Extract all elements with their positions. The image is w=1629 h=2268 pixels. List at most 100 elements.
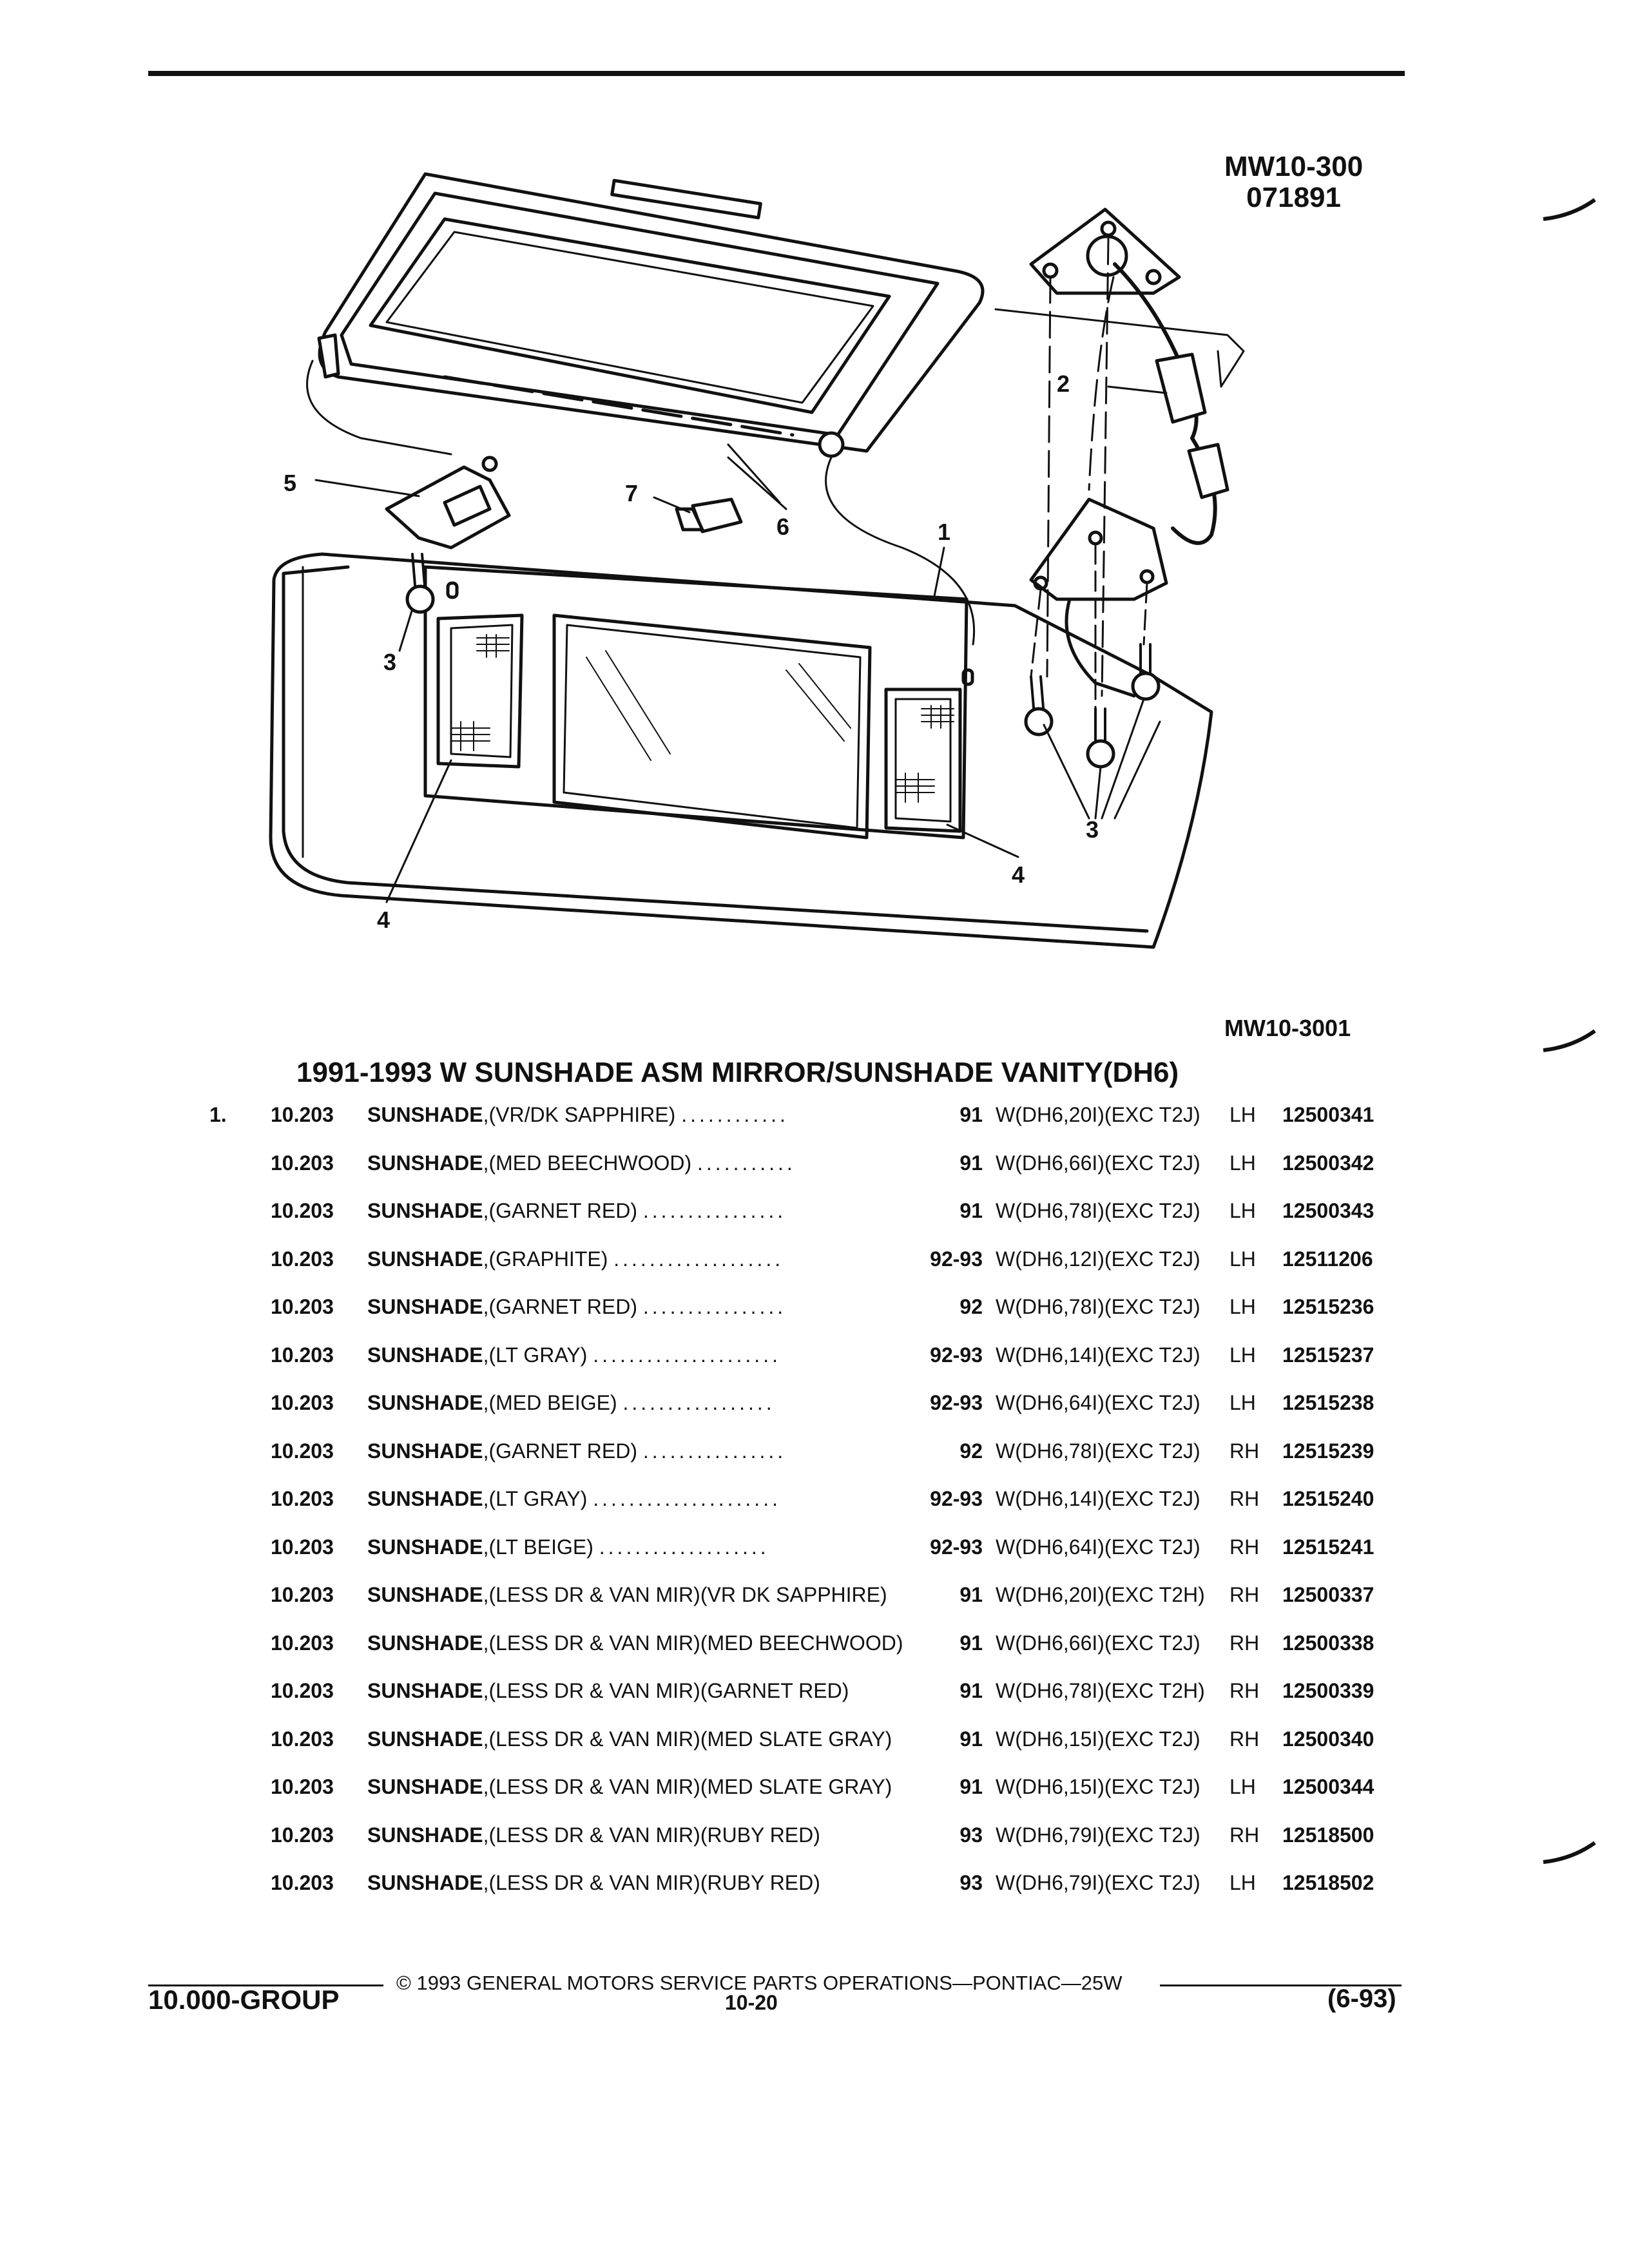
part-name: SUNSHADE bbox=[367, 1295, 483, 1318]
part-number: 12500339 bbox=[1282, 1679, 1374, 1702]
side-code: LH bbox=[1229, 1391, 1256, 1414]
callout-5: 5 bbox=[284, 470, 296, 496]
part-number: 12500343 bbox=[1282, 1199, 1374, 1222]
edge-mark-3 bbox=[1543, 1841, 1596, 1864]
leader-dots: ..................... bbox=[593, 1343, 781, 1367]
group-number: 10.203 bbox=[271, 1391, 334, 1414]
group-number: 10.203 bbox=[271, 1487, 334, 1510]
part-number: 12500340 bbox=[1282, 1727, 1374, 1751]
model-years: 91 bbox=[959, 1679, 983, 1702]
part-description: SUNSHADE,(LESS DR & VAN MIR)(RUBY RED) bbox=[367, 1823, 896, 1847]
group-number: 10.203 bbox=[271, 1679, 334, 1702]
part-number: 12515237 bbox=[1282, 1343, 1374, 1367]
part-name: SUNSHADE bbox=[367, 1535, 483, 1559]
group-number: 10.203 bbox=[271, 1583, 334, 1606]
group-number: 10.203 bbox=[271, 1823, 334, 1847]
part-name: SUNSHADE bbox=[367, 1775, 483, 1798]
callout-2: 2 bbox=[1057, 370, 1070, 397]
group-number: 10.203 bbox=[271, 1151, 334, 1175]
diagram-code-line-1: MW10-300 bbox=[1224, 151, 1364, 182]
group-number: 10.203 bbox=[271, 1631, 334, 1655]
part-detail: ,(LESS DR & VAN MIR)(VR DK SAPPHIRE) bbox=[483, 1583, 887, 1606]
footer-copyright: © 1993 GENERAL MOTORS SERVICE PARTS OPER… bbox=[396, 1972, 1123, 1994]
usage-code: W(DH6,66I)(EXC T2J) bbox=[996, 1631, 1200, 1655]
mounting-plate-upper bbox=[994, 207, 1245, 388]
usage-code: W(DH6,12I)(EXC T2J) bbox=[996, 1247, 1200, 1271]
part-name: SUNSHADE bbox=[367, 1199, 483, 1222]
part-detail: ,(MED BEIGE) bbox=[483, 1391, 617, 1414]
part-number: 12515240 bbox=[1282, 1487, 1374, 1510]
part-number: 12500342 bbox=[1282, 1151, 1374, 1175]
usage-code: W(DH6,79I)(EXC T2J) bbox=[996, 1823, 1200, 1847]
group-number: 10.203 bbox=[271, 1199, 334, 1222]
part-number: 12500337 bbox=[1282, 1583, 1374, 1606]
usage-code: W(DH6,78I)(EXC T2J) bbox=[996, 1295, 1200, 1318]
usage-code: W(DH6,15I)(EXC T2J) bbox=[996, 1727, 1200, 1751]
group-number: 10.203 bbox=[271, 1247, 334, 1271]
footer-group: 10.000-GROUP bbox=[148, 1984, 340, 2015]
model-years: 93 bbox=[959, 1871, 983, 1894]
side-code: RH bbox=[1229, 1823, 1260, 1847]
part-description: SUNSHADE,(LT GRAY) ..................... bbox=[367, 1487, 896, 1510]
usage-code: W(DH6,78I)(EXC T2H) bbox=[996, 1679, 1205, 1702]
part-name: SUNSHADE bbox=[367, 1823, 483, 1847]
part-name: SUNSHADE bbox=[367, 1151, 483, 1175]
part-detail: ,(GARNET RED) bbox=[483, 1439, 637, 1463]
leader-dots: ........... bbox=[697, 1151, 796, 1175]
callout-4-left: 4 bbox=[377, 907, 390, 933]
part-name: SUNSHADE bbox=[367, 1247, 483, 1271]
group-number: 10.203 bbox=[271, 1343, 334, 1367]
part-number: 12500341 bbox=[1282, 1103, 1374, 1126]
part-name: SUNSHADE bbox=[367, 1631, 483, 1655]
top-rule bbox=[148, 71, 1405, 76]
group-number: 10.203 bbox=[271, 1103, 334, 1126]
part-detail: ,(GRAPHITE) bbox=[483, 1247, 608, 1271]
part-description: SUNSHADE,(MED BEECHWOOD) ........... bbox=[367, 1151, 896, 1175]
usage-code: W(DH6,14I)(EXC T2J) bbox=[996, 1343, 1200, 1367]
part-name: SUNSHADE bbox=[367, 1679, 483, 1702]
usage-code: W(DH6,78I)(EXC T2J) bbox=[996, 1439, 1200, 1463]
model-years: 93 bbox=[959, 1823, 983, 1847]
part-detail: ,(LT GRAY) bbox=[483, 1487, 588, 1510]
usage-code: W(DH6,20I)(EXC T2H) bbox=[996, 1583, 1205, 1606]
part-description: SUNSHADE,(LESS DR & VAN MIR)(MED BEECHWO… bbox=[367, 1631, 903, 1655]
screws bbox=[405, 553, 1161, 769]
part-description: SUNSHADE,(VR/DK SAPPHIRE) ............ bbox=[367, 1103, 896, 1126]
part-description: SUNSHADE,(GARNET RED) ................ bbox=[367, 1199, 896, 1222]
part-name: SUNSHADE bbox=[367, 1343, 483, 1367]
footer-page-number: 10-20 bbox=[725, 1991, 778, 2014]
wiring-harness bbox=[1088, 262, 1229, 545]
side-code: RH bbox=[1229, 1583, 1260, 1606]
usage-code: W(DH6,64I)(EXC T2J) bbox=[996, 1535, 1200, 1559]
leader-dots: ................. bbox=[622, 1391, 775, 1414]
group-number: 10.203 bbox=[271, 1295, 334, 1318]
part-number: 12500338 bbox=[1282, 1631, 1374, 1655]
part-description: SUNSHADE,(LESS DR & VAN MIR)(MED SLATE G… bbox=[367, 1727, 896, 1751]
part-number: 12511206 bbox=[1282, 1247, 1373, 1271]
footer-rule-right bbox=[1160, 1984, 1402, 1986]
model-years: 92-93 bbox=[930, 1535, 983, 1559]
part-detail: ,(LESS DR & VAN MIR)(MED SLATE GRAY) bbox=[483, 1727, 892, 1751]
part-detail: ,(LESS DR & VAN MIR)(MED BEECHWOOD) bbox=[483, 1631, 903, 1655]
model-years: 92-93 bbox=[930, 1487, 983, 1510]
usage-code: W(DH6,20I)(EXC T2J) bbox=[996, 1103, 1200, 1126]
part-number: 12500344 bbox=[1282, 1775, 1374, 1798]
part-number: 12518502 bbox=[1282, 1871, 1374, 1894]
model-years: 92 bbox=[959, 1439, 983, 1463]
part-name: SUNSHADE bbox=[367, 1439, 483, 1463]
light-hatching bbox=[450, 634, 954, 803]
part-detail: ,(LESS DR & VAN MIR)(RUBY RED) bbox=[483, 1871, 820, 1894]
callout-3-left: 3 bbox=[383, 649, 396, 675]
side-code: RH bbox=[1229, 1439, 1260, 1463]
diagram-code-line-2: 071891 bbox=[1246, 182, 1341, 213]
